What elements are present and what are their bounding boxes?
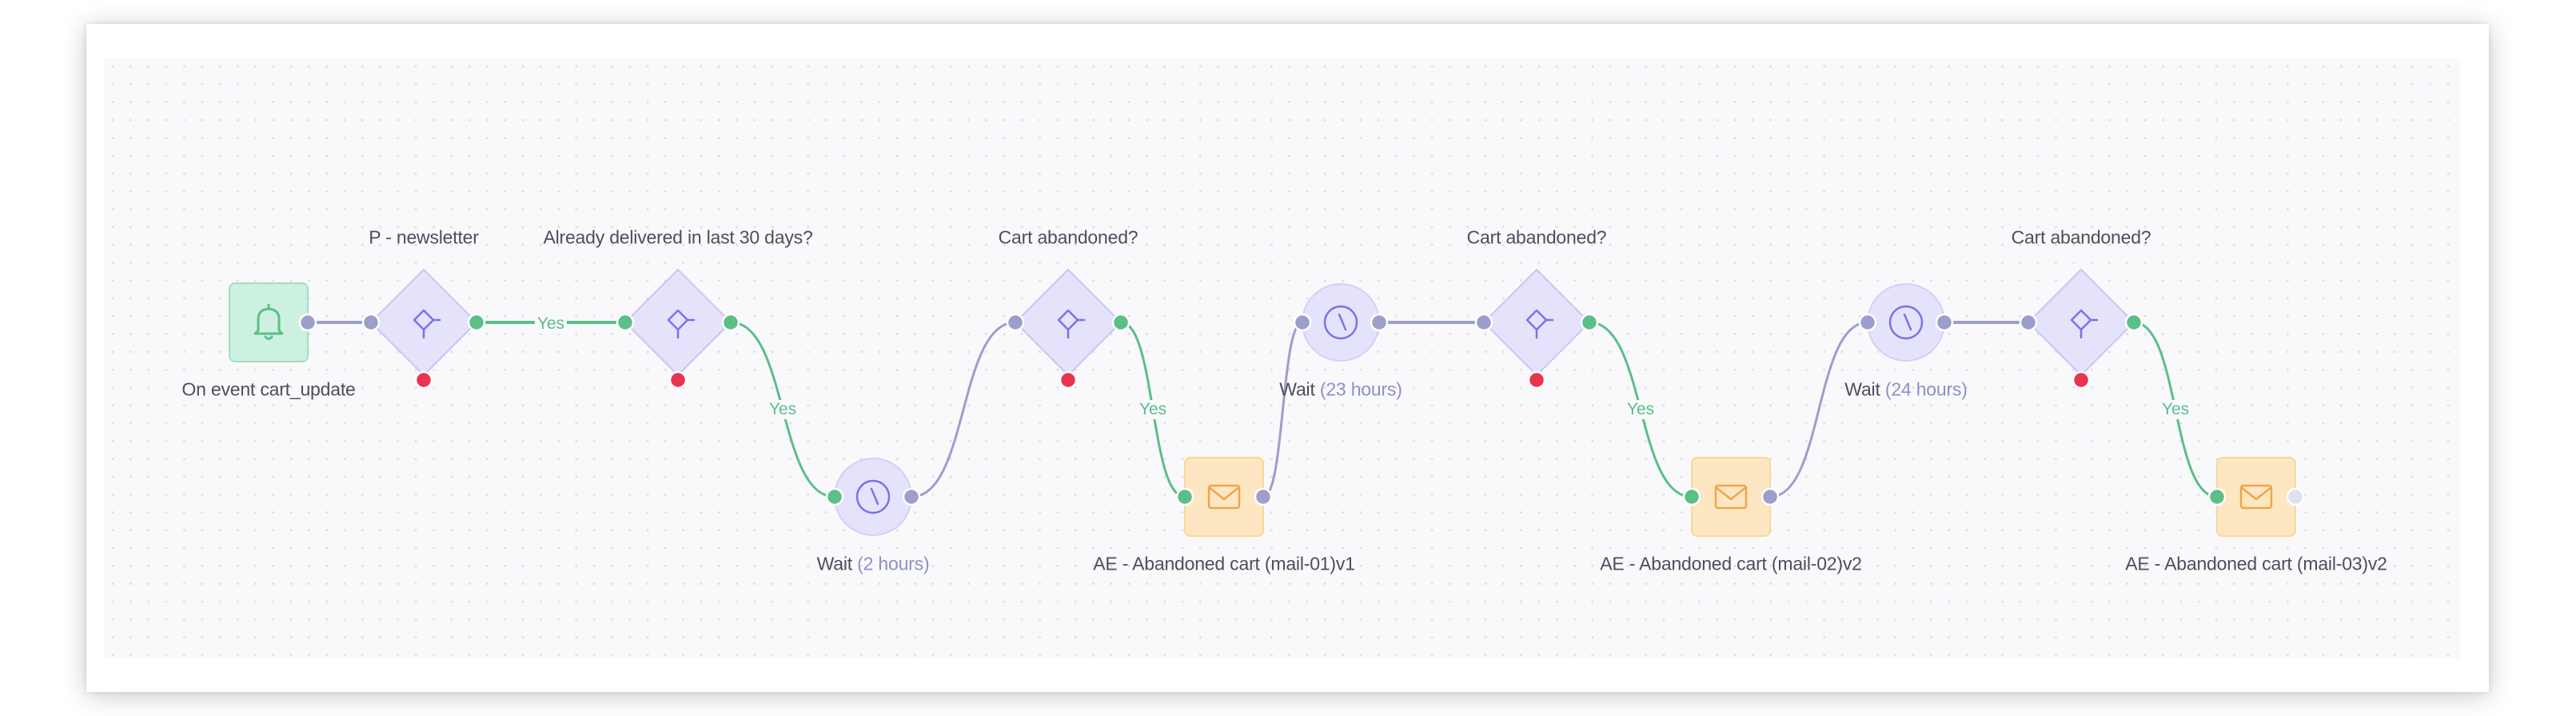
node-name: Wait: [816, 553, 853, 574]
output-port[interactable]: [1370, 313, 1389, 332]
condition-node[interactable]: [361, 269, 486, 390]
edge-mail2-wait3[interactable]: [1769, 321, 1868, 498]
condition-label: P - newsletter: [369, 226, 479, 249]
edge-label-yes: Yes: [1136, 400, 1170, 419]
wait-label: Wait (2 hours): [817, 554, 930, 575]
no-port[interactable]: [414, 370, 433, 390]
email-node[interactable]: [2207, 457, 2305, 537]
wait-duration: (2 hours): [857, 553, 930, 574]
input-port[interactable]: [1175, 487, 1194, 506]
edge-mail1-wait2[interactable]: [1262, 321, 1303, 498]
input-port[interactable]: [616, 313, 635, 332]
yes-port[interactable]: [467, 313, 486, 332]
envelope-icon: [1714, 484, 1748, 510]
yes-port[interactable]: [1580, 313, 1599, 332]
trigger-node[interactable]: [229, 282, 317, 362]
input-port[interactable]: [1474, 313, 1493, 332]
output-port[interactable]: [902, 487, 921, 506]
yes-port[interactable]: [721, 313, 740, 332]
node-name: Cart abandoned?: [998, 226, 1138, 248]
trigger-label: On event cart_update: [181, 379, 355, 401]
input-port[interactable]: [1006, 313, 1025, 332]
node-name: Wait: [1844, 378, 1880, 400]
email-node[interactable]: [1175, 457, 1273, 537]
condition-node[interactable]: [616, 269, 740, 390]
condition-node[interactable]: [1474, 269, 1599, 390]
node-name: Wait: [1279, 378, 1315, 400]
condition-node[interactable]: [2019, 269, 2143, 390]
input-port[interactable]: [2019, 313, 2038, 332]
no-port[interactable]: [668, 370, 688, 390]
output-port[interactable]: [1761, 487, 1780, 506]
condition-icon: [413, 309, 441, 339]
condition-icon: [1057, 309, 1086, 339]
wait-label: Wait (24 hours): [1844, 378, 1968, 401]
yes-port[interactable]: [2124, 313, 2143, 332]
edge-label-yes: Yes: [766, 400, 800, 419]
condition-node[interactable]: [1006, 269, 1130, 390]
clock-icon: [1888, 305, 1924, 340]
email-label: AE - Abandoned cart (mail-01)v1: [1093, 553, 1355, 575]
email-label: AE - Abandoned cart (mail-03)v2: [2125, 554, 2387, 575]
node-name: AE - Abandoned cart (mail-01)v1: [1093, 553, 1355, 574]
input-port[interactable]: [2207, 487, 2227, 506]
no-port[interactable]: [2072, 370, 2091, 390]
condition-icon: [667, 309, 696, 339]
output-port[interactable]: [2286, 487, 2305, 506]
edge-label-yes: Yes: [2159, 400, 2192, 419]
bell-icon: [253, 303, 284, 340]
input-port[interactable]: [361, 313, 381, 332]
wait-node[interactable]: [1293, 283, 1389, 362]
condition-label: Already delivered in last 30 days?: [543, 227, 812, 249]
node-name: Cart abandoned?: [2011, 226, 2151, 248]
edge-label-yes: Yes: [1624, 400, 1657, 419]
output-port[interactable]: [1935, 313, 1954, 332]
node-name: P - newsletter: [369, 226, 479, 248]
input-port[interactable]: [1682, 487, 1701, 506]
node-name: On event cart_update: [181, 378, 356, 400]
wait-duration: (23 hours): [1319, 378, 1402, 400]
node-name: AE - Abandoned cart (mail-03)v2: [2125, 553, 2387, 574]
input-port[interactable]: [1293, 313, 1312, 332]
email-node[interactable]: [1682, 457, 1780, 537]
input-port[interactable]: [825, 487, 844, 506]
edge-label-yes: Yes: [534, 314, 568, 334]
output-port[interactable]: [1254, 487, 1273, 506]
condition-label: Cart abandoned?: [2012, 227, 2151, 249]
edge-wait1-cond3[interactable]: [911, 321, 1016, 498]
wait-label: Wait (23 hours): [1279, 379, 1402, 401]
condition-icon: [1525, 309, 1554, 339]
envelope-icon: [2239, 484, 2273, 510]
wait-node[interactable]: [825, 458, 921, 536]
node-name: Cart abandoned?: [1466, 226, 1607, 248]
output-port[interactable]: [298, 313, 317, 332]
condition-label: Cart abandoned?: [1467, 227, 1607, 249]
node-name: AE - Abandoned cart (mail-02)v2: [1600, 553, 1862, 574]
clock-icon: [1323, 305, 1358, 340]
condition-label: Cart abandoned?: [999, 227, 1138, 249]
email-label: AE - Abandoned cart (mail-02)v2: [1600, 553, 1862, 575]
wait-node[interactable]: [1858, 283, 1954, 362]
condition-icon: [2070, 309, 2099, 339]
envelope-icon: [1207, 484, 1241, 510]
input-port[interactable]: [1858, 313, 1877, 332]
clock-icon: [855, 479, 891, 514]
node-name: Already delivered in last 30 days?: [543, 226, 813, 248]
wait-duration: (24 hours): [1884, 378, 1968, 400]
no-port[interactable]: [1527, 370, 1546, 390]
yes-port[interactable]: [1111, 313, 1130, 332]
no-port[interactable]: [1059, 370, 1078, 390]
